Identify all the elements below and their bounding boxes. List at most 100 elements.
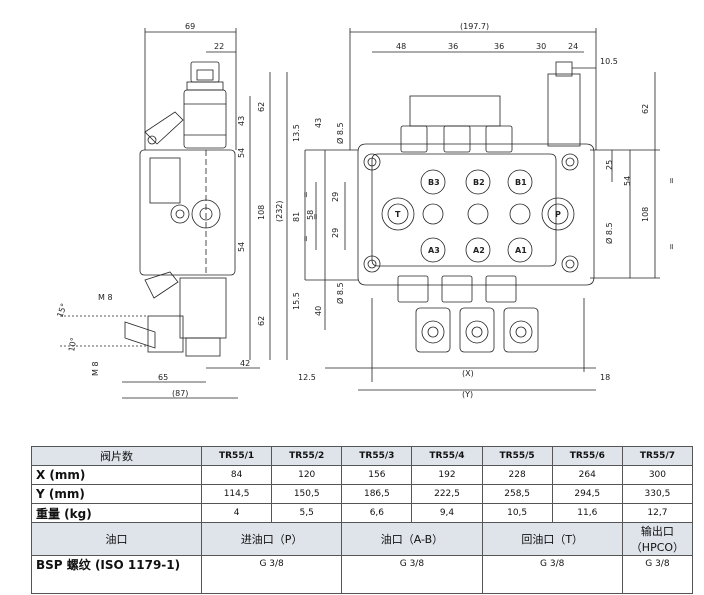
port-label: A3: [428, 246, 440, 255]
front-view: [304, 28, 660, 391]
ports-header-row: 油口 进油口（P） 油口（A-B） 回油口（T） 输出口（HPCO）: [31, 522, 694, 556]
header-cell: TR55/7: [621, 446, 694, 466]
header-cell: TR55/1: [200, 446, 273, 466]
equal-mark: =: [667, 177, 676, 184]
table-header-row: 阀片数 TR55/1 TR55/2 TR55/3 TR55/4 TR55/5 T…: [31, 446, 694, 466]
table-cell: 300: [621, 465, 694, 485]
table-cell: 228: [481, 465, 553, 485]
table-cell: 5,5: [271, 503, 343, 523]
table-cell: 264: [551, 465, 623, 485]
front-dim-right: Ø 8.5: [604, 222, 614, 244]
front-dim-left: 29: [331, 192, 340, 202]
side-dim: (87): [172, 389, 188, 398]
front-dim-top: 30: [536, 42, 546, 51]
side-dim: 69: [185, 22, 195, 31]
header-cell: TR55/4: [411, 446, 483, 466]
table-cell: 114,5: [200, 484, 273, 504]
front-dim-right: 25: [605, 160, 614, 170]
front-dim-right: 62: [641, 104, 650, 114]
port-label: A1: [515, 246, 527, 255]
table-cell: 156: [341, 465, 413, 485]
row-label: 重量 (kg): [31, 503, 202, 523]
table-cell: 11,6: [551, 503, 623, 523]
spec-table: 阀片数 TR55/1 TR55/2 TR55/3 TR55/4 TR55/5 T…: [31, 446, 694, 594]
table-cell: 9,4: [411, 503, 483, 523]
front-dim-top: 24: [568, 42, 578, 51]
header-cell: TR55/6: [551, 446, 623, 466]
port-label: T: [395, 210, 401, 219]
side-label: M 8: [91, 361, 100, 376]
table-cell: 294,5: [551, 484, 623, 504]
front-dim-bottom: 18: [600, 373, 610, 382]
header-cell: TR55/2: [271, 446, 343, 466]
side-dim: 22: [214, 42, 224, 51]
bsp-cell: G 3/8: [341, 555, 483, 594]
front-dim-left: Ø 8.5: [335, 282, 345, 304]
port-label: B1: [515, 178, 527, 187]
port-label: P: [555, 210, 561, 219]
front-dim-bottom: (X): [462, 369, 474, 378]
side-label: M 8: [98, 293, 113, 302]
side-view: [60, 28, 288, 399]
port-header-cell: 输出口（HPCO）: [621, 522, 694, 556]
side-dim: (232): [275, 200, 284, 222]
equal-mark: =: [301, 235, 310, 242]
table-row: Y (mm) 114,5 150,5 186,5 222,5 258,5 294…: [31, 484, 694, 504]
port-label: B3: [428, 178, 440, 187]
front-dim-right: 108: [641, 207, 650, 222]
table-cell: 222,5: [411, 484, 483, 504]
side-dim: 108: [257, 205, 266, 220]
front-dim-top: 36: [494, 42, 504, 51]
front-dim-left: 40: [314, 306, 323, 316]
front-dim-bottom: 12.5: [298, 373, 316, 382]
front-dim-left: 29: [331, 228, 340, 238]
side-dim: 65: [158, 373, 168, 382]
row-label: Y (mm): [31, 484, 202, 504]
technical-drawing: 69 22 43 62 54 108 (232) 54 62 42 65 (87…: [55, 22, 676, 399]
table-cell: 330,5: [621, 484, 694, 504]
bsp-label: BSP 螺纹 (ISO 1179-1): [31, 555, 202, 594]
front-dim-top: 10.5: [600, 57, 618, 66]
table-cell: 6,6: [341, 503, 413, 523]
side-label: 15°: [55, 302, 68, 318]
table-row: 重量 (kg) 4 5,5 6,6 9,4 10,5 11,6 12,7: [31, 503, 694, 523]
table-cell: 12,7: [621, 503, 694, 523]
side-dim: 62: [257, 316, 266, 326]
side-dim: 54: [237, 242, 246, 252]
side-dim: 42: [240, 359, 250, 368]
side-dim: 54: [237, 148, 246, 158]
row-label: X (mm): [31, 465, 202, 485]
front-dim-left: 13.5: [292, 124, 301, 142]
table-cell: 84: [200, 465, 273, 485]
table-cell: 120: [271, 465, 343, 485]
equal-mark: =: [301, 191, 310, 198]
front-dim-left: 81: [292, 212, 301, 222]
header-cell: TR55/3: [341, 446, 413, 466]
equal-mark: =: [311, 213, 320, 220]
side-dim: 43: [237, 116, 246, 126]
bsp-cell: G 3/8: [621, 555, 694, 594]
port-label: A2: [473, 246, 485, 255]
bsp-row: BSP 螺纹 (ISO 1179-1) G 3/8 G 3/8 G 3/8 G …: [31, 555, 694, 594]
front-dim-right: 54: [623, 176, 632, 186]
table-cell: 4: [200, 503, 273, 523]
front-dim-left: 58: [306, 210, 315, 220]
side-dim: 62: [257, 102, 266, 112]
port-header-cell: 回油口（T）: [481, 522, 623, 556]
side-label: 10°: [67, 337, 78, 353]
header-cell: TR55/5: [481, 446, 553, 466]
front-dim-top: (197.7): [460, 22, 489, 31]
table-cell: 186,5: [341, 484, 413, 504]
front-dim-left: 15.5: [292, 292, 301, 310]
port-label: B2: [473, 178, 485, 187]
port-header-cell: 油口（A-B）: [341, 522, 483, 556]
port-header-cell: 进油口（P）: [200, 522, 343, 556]
header-label: 阀片数: [31, 446, 202, 466]
equal-mark: =: [667, 243, 676, 250]
front-dim-top: 36: [448, 42, 458, 51]
bsp-cell: G 3/8: [481, 555, 623, 594]
table-cell: 150,5: [271, 484, 343, 504]
front-dim-top: 48: [396, 42, 406, 51]
front-dim-left: 43: [314, 118, 323, 128]
table-cell: 258,5: [481, 484, 553, 504]
